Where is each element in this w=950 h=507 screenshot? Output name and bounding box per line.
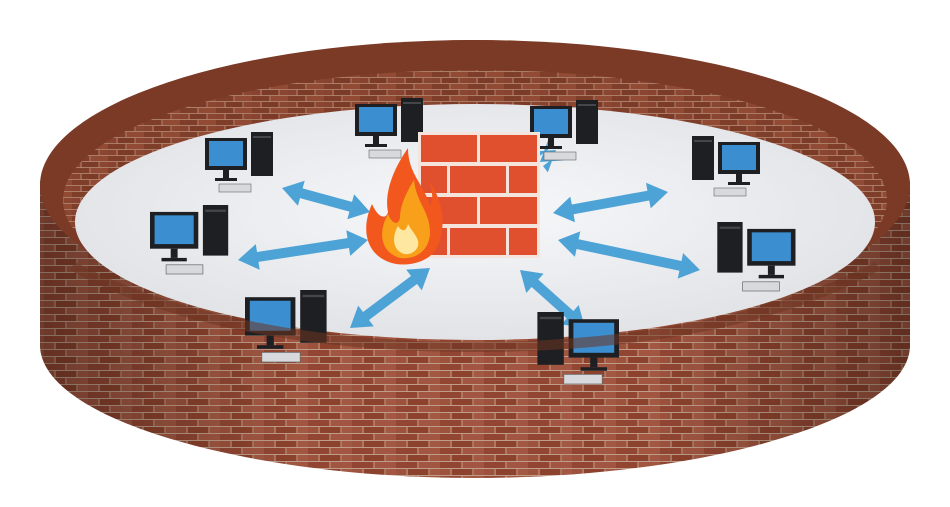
computer-icon (150, 205, 229, 275)
computer-icon (717, 222, 796, 292)
flame-icon (366, 148, 443, 265)
two-way-arrow-icon (238, 230, 368, 270)
connection-arrows (238, 139, 700, 328)
two-way-arrow-icon (553, 182, 668, 223)
two-way-arrow-icon (520, 270, 585, 328)
two-way-arrow-icon (282, 180, 370, 220)
wall-front-rim (70, 262, 880, 352)
computer-icon (205, 132, 273, 193)
two-way-arrow-icon (558, 231, 700, 279)
computer-icon (355, 98, 423, 159)
two-way-arrow-icon (350, 268, 430, 328)
computer-icon (530, 100, 598, 161)
computer-icon (692, 136, 760, 197)
firewall-icon (418, 132, 540, 258)
